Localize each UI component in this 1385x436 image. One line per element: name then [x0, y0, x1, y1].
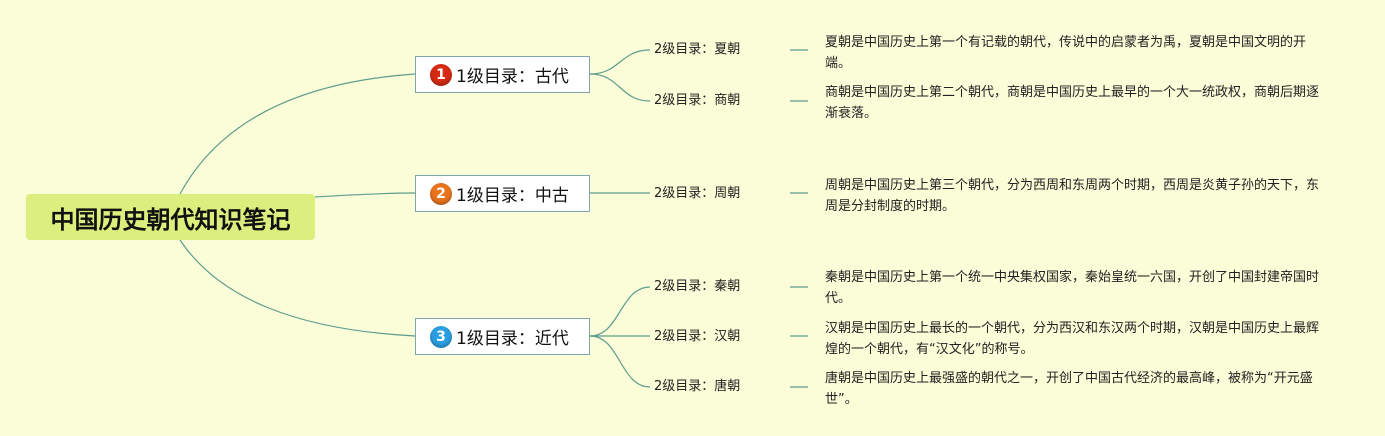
connector-ancient-xia: [589, 49, 651, 75]
connector-modern-qin: [589, 286, 651, 337]
branch-label: 1级目录：中古: [456, 186, 569, 206]
subtopic-tang[interactable]: 2级目录：唐朝: [654, 379, 741, 394]
note-zhou[interactable]: 周朝是中国历史上第三个朝代，分为西周和东周两个时期，西周是炎黄子孙的天下，东周是…: [825, 178, 1320, 214]
subtopic-shang[interactable]: 2级目录：商朝: [654, 93, 741, 108]
number-2-badge-icon: 2: [430, 182, 452, 205]
subtopic-han[interactable]: 2级目录：汉朝: [654, 329, 741, 344]
connector-root-ancient: [179, 73, 416, 195]
subtopic-xia[interactable]: 2级目录：夏朝: [654, 42, 741, 57]
number-1-badge-icon: 1: [430, 63, 452, 86]
connector-ancient-shang: [589, 73, 651, 102]
branch-middle-ancient[interactable]: 2 1级目录：中古: [415, 175, 590, 212]
subtopic-qin[interactable]: 2级目录：秦朝: [654, 279, 741, 294]
root-topic-label: 中国历史朝代知识笔记: [50, 205, 291, 234]
connector-modern-tang: [589, 335, 651, 388]
branch-label: 1级目录：古代: [456, 67, 569, 87]
note-han[interactable]: 汉朝是中国历史上最长的一个朝代，分为西汉和东汉两个时期，汉朝是中国历史上最辉煌的…: [825, 321, 1320, 357]
branch-label: 1级目录：近代: [456, 329, 569, 349]
note-shang[interactable]: 商朝是中国历史上第二个朝代，商朝是中国历史上最早的一个大一统政权，商朝后期逐渐衰…: [825, 85, 1320, 121]
subtopic-zhou[interactable]: 2级目录：周朝: [654, 186, 741, 201]
note-xia[interactable]: 夏朝是中国历史上第一个有记载的朝代，传说中的启蒙者为禹，夏朝是中国文明的开端。: [825, 35, 1307, 71]
root-topic[interactable]: 中国历史朝代知识笔记: [26, 194, 315, 240]
branch-ancient[interactable]: 1 1级目录：古代: [415, 56, 590, 93]
number-3-badge-icon: 3: [430, 325, 452, 348]
connector-root-modern: [179, 239, 416, 337]
connector-root-middle: [314, 192, 416, 198]
note-qin[interactable]: 秦朝是中国历史上第一个统一中央集权国家，秦始皇统一六国，开创了中国封建帝国时代。: [825, 270, 1320, 306]
note-tang[interactable]: 唐朝是中国历史上最强盛的朝代之一，开创了中国古代经济的最高峰，被称为“开元盛世”…: [825, 371, 1313, 407]
branch-modern[interactable]: 3 1级目录：近代: [415, 318, 590, 355]
